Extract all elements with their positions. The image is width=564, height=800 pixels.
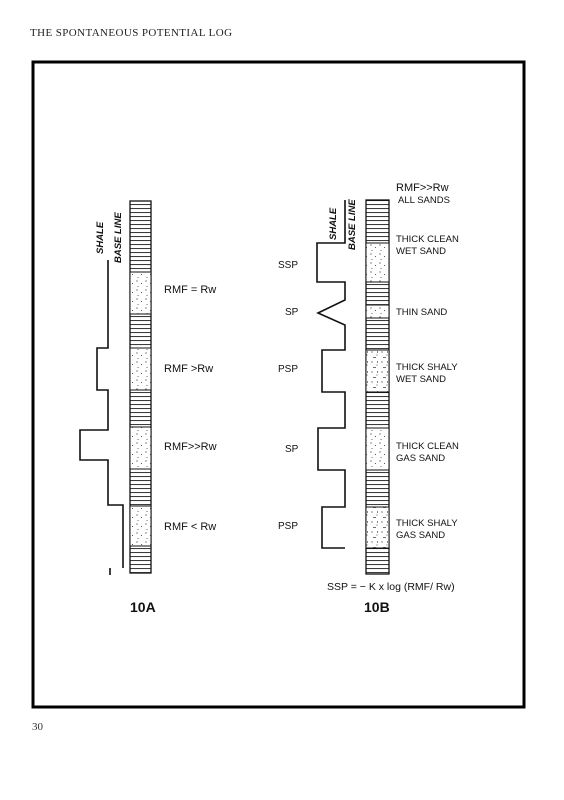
panel-b-description-5-line-1: THICK SHALY [396,518,458,529]
panel-a-shale-label: SHALE [95,221,106,254]
panel-a-lithology-column [129,200,152,574]
running-head: THE SPONTANEOUS POTENTIAL LOG [30,27,233,39]
panel-b-header-line-1: RMF>>Rw [396,182,449,194]
panel-b-description-5-line-2: GAS SAND [396,530,445,541]
panel-b-description-4-line-1: THICK CLEAN [396,441,459,452]
panel-b-sand-bed-4 [365,427,390,471]
panel-a-annotation-1: RMF = Rw [164,284,216,296]
panel-b-description-2-line-1: THIN SAND [396,307,447,318]
panel-10b: SHALE BASE LINE SSP SP PSP SP PSP RMF>>R… [278,182,459,615]
panel-a-sand-bed-4 [129,505,152,547]
panel-a-baseline-label: BASE LINE [113,212,124,263]
panel-b-curve-label-3: PSP [278,364,298,375]
panel-a-annotation-2: RMF >Rw [164,363,213,375]
page-number: 30 [32,721,43,733]
panel-a-sand-bed-1 [129,271,152,315]
panel-b-description-3-line-1: THICK SHALY [396,362,458,373]
figure-frame [31,60,526,709]
panel-a-sp-curve [79,260,124,568]
panel-b-curve-label-1: SSP [278,260,298,271]
panel-b-header-line-2: ALL SANDS [398,195,450,206]
panel-b-sp-curve [316,200,346,549]
panel-b-description-3-line-2: WET SAND [396,374,446,385]
panel-a-caption: 10A [130,599,156,615]
panel-b-sand-bed-5 [365,506,390,549]
panel-b-equation: SSP = − K x log (RMF/ Rw) [327,581,455,593]
panel-a-sand-bed-3 [129,426,152,470]
panel-a-annotation-3: RMF>>Rw [164,441,217,453]
panel-b-curve-label-5: PSP [278,521,298,532]
panel-10a: SHALE BASE LINE RMF = Rw RMF >Rw RMF>>Rw… [79,200,217,615]
panel-b-lithology-column [365,199,390,575]
panel-b-shale-label: SHALE [328,207,339,240]
panel-b-curve-label-4: SP [285,444,299,455]
panel-b-curve-label-2: SP [285,307,299,318]
panel-b-sand-bed-2 [365,304,390,319]
panel-b-sand-bed-1 [365,242,390,283]
panel-a-sand-bed-2 [129,347,152,391]
panel-b-description-1-line-1: THICK CLEAN [396,234,459,245]
panel-a-annotation-4: RMF < Rw [164,521,216,533]
panel-b-sand-bed-3 [365,349,390,393]
panel-b-description-4-line-2: GAS SAND [396,453,445,464]
panel-b-baseline-label: BASE LINE [347,199,358,250]
panel-b-description-1-line-2: WET SAND [396,246,446,257]
panel-b-caption: 10B [364,599,390,615]
